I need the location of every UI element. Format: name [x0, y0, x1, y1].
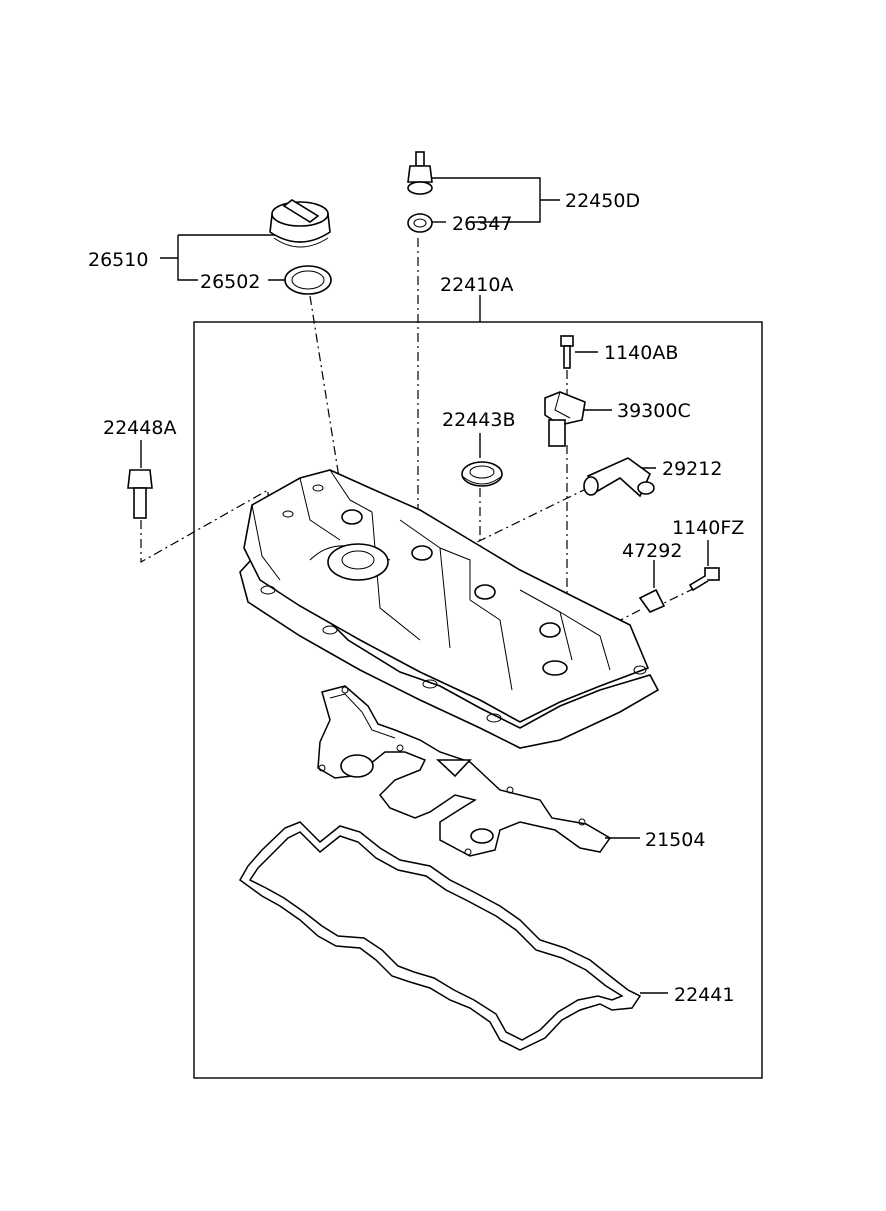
label-22448A: 22448A — [103, 417, 176, 439]
gasket-21504 — [317, 685, 612, 857]
label-47292: 47292 — [622, 540, 682, 562]
gasket-ring-26502 — [284, 265, 332, 295]
seal-22443B — [461, 461, 503, 487]
hose-29212 — [583, 457, 655, 498]
label-1140FZ: 1140FZ — [672, 517, 744, 539]
label-26502: 26502 — [200, 271, 260, 293]
label-1140AB: 1140AB — [604, 342, 678, 364]
bolt-1140FZ — [688, 567, 720, 592]
sensor-39300C — [544, 391, 586, 447]
leader-lines — [140, 177, 709, 994]
oring-26347 — [407, 213, 433, 233]
label-39300C: 39300C — [617, 400, 691, 422]
bracket-47292 — [638, 588, 666, 613]
label-22410A: 22410A — [440, 274, 513, 296]
label-26510: 26510 — [88, 249, 148, 271]
label-22450D: 22450D — [565, 190, 640, 212]
label-21504: 21504 — [645, 829, 705, 851]
label-26347: 26347 — [452, 213, 512, 235]
assembly-frame — [193, 321, 763, 1079]
part-labels: 22450D 26347 26510 26502 22410A 1140AB 3… — [88, 190, 744, 1006]
gasket-22441 — [239, 821, 642, 1051]
sensor-22450D — [407, 151, 433, 195]
bolt-22448A — [127, 469, 153, 519]
oil-filler-cap-26510 — [269, 199, 331, 248]
label-22441: 22441 — [674, 984, 734, 1006]
label-29212: 29212 — [662, 458, 722, 480]
bolt-1140AB — [560, 335, 574, 369]
label-22443B: 22443B — [442, 409, 515, 431]
valve-cover-22410A — [239, 469, 660, 749]
